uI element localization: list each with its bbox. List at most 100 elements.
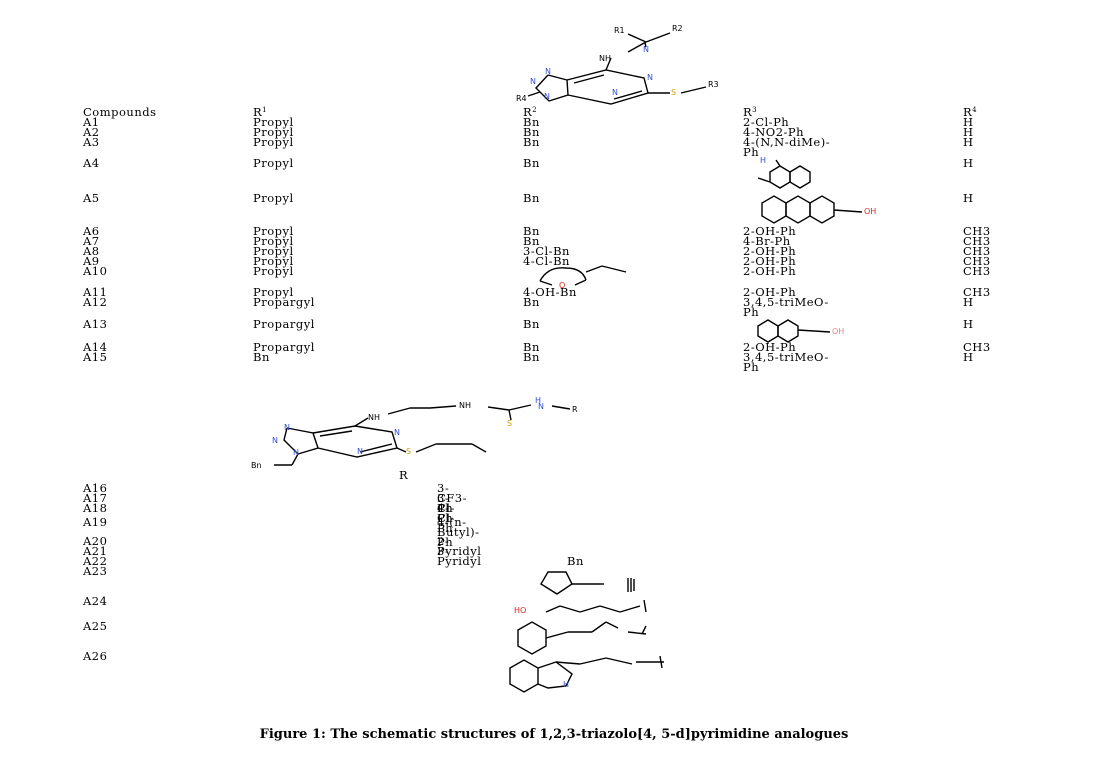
cell-r1: Propyl bbox=[253, 125, 294, 139]
label-s-thioether: S bbox=[406, 447, 412, 456]
cell-id: A15 bbox=[83, 350, 108, 364]
cell-r1: Bn bbox=[253, 350, 270, 364]
cell-r3: 2-OH-Ph bbox=[743, 340, 797, 354]
cell-id: A9 bbox=[83, 254, 100, 268]
cell-id: A6 bbox=[83, 224, 100, 238]
label-ho-a24: HO bbox=[514, 606, 527, 615]
cell-r1: Propyl bbox=[253, 135, 294, 149]
cell-id: A7 bbox=[83, 234, 100, 248]
label-nh-1: NH bbox=[368, 413, 380, 422]
cell-id: A2 bbox=[83, 125, 100, 139]
cell-r3: 4-Br-Ph bbox=[743, 234, 791, 248]
label-h-amide: H bbox=[535, 396, 542, 405]
cell-r2: Bn bbox=[523, 135, 540, 149]
cell-r2: Bn bbox=[523, 156, 540, 170]
label-n-pyrimidine-2: N bbox=[612, 88, 618, 97]
cell-r3: 4-(N,N-diMe)- bbox=[743, 135, 831, 149]
cell-id: A5 bbox=[83, 191, 100, 205]
label-n-amide: N bbox=[538, 402, 544, 411]
label-n-triazole-1: N bbox=[545, 67, 551, 76]
cell-r2: Bn bbox=[523, 125, 540, 139]
cell-r2: Bn bbox=[523, 350, 540, 364]
cell-id: A17 bbox=[83, 491, 108, 505]
cell-r1: Propyl bbox=[253, 244, 294, 258]
cell-r4: CH3 bbox=[963, 254, 991, 268]
cell-r3: 3,4,5-triMeO- bbox=[743, 295, 829, 309]
cell-r4: H bbox=[963, 125, 974, 139]
cell-r4: CH3 bbox=[963, 285, 991, 299]
label-n-triazole-2: N bbox=[530, 77, 536, 86]
cell-r1: Propargyl bbox=[253, 295, 315, 309]
header-r3: R3 bbox=[743, 105, 758, 119]
cell-r4: H bbox=[963, 191, 974, 205]
cell-r4: H bbox=[963, 115, 974, 129]
label-n-tri-2: N bbox=[272, 436, 278, 445]
label-nh-a26: H bbox=[563, 680, 570, 689]
cell-id: A26 bbox=[83, 649, 108, 663]
cell-r4: H bbox=[963, 135, 974, 149]
cell-r2: 4-OH-Bn bbox=[523, 285, 577, 299]
label-n-pyrimidine-1: N bbox=[647, 73, 653, 82]
cell-id: A16 bbox=[83, 481, 108, 495]
label-r1: R3 bbox=[708, 80, 719, 89]
label-nh: NH bbox=[599, 54, 611, 63]
cell-id: A22 bbox=[83, 554, 108, 568]
header-r2: R2 bbox=[523, 105, 538, 119]
cell-r4: CH3 bbox=[963, 244, 991, 258]
cell-r: 4-Cl-Ph bbox=[437, 501, 455, 535]
cell-r2: Bn bbox=[523, 340, 540, 354]
header-r: R bbox=[399, 468, 409, 482]
cell-id: A21 bbox=[83, 544, 108, 558]
cell-r2: Bn bbox=[523, 224, 540, 238]
label-bn: Bn bbox=[251, 461, 262, 470]
label-r4: R1 bbox=[614, 26, 625, 35]
cell-r2: Bn bbox=[523, 317, 540, 331]
cell-r2: 3-Cl-Bn bbox=[523, 244, 570, 258]
cell-id: A18 bbox=[83, 501, 108, 515]
label-r2: R4 bbox=[516, 94, 527, 103]
label-oh-a5: OH bbox=[864, 207, 877, 216]
label-r-struct2: R bbox=[572, 405, 578, 414]
cell-r3: 2-OH-Ph bbox=[743, 285, 797, 299]
cell-id: A1 bbox=[83, 115, 100, 129]
header-r1: R1 bbox=[253, 105, 268, 119]
cell-id: A10 bbox=[83, 264, 108, 278]
cell-r3: 3,4,5-triMeO- bbox=[743, 350, 829, 364]
label-h-a4: H bbox=[760, 156, 767, 165]
cell-r1: Propyl bbox=[253, 234, 294, 248]
label-n-pyr-2: N bbox=[357, 447, 363, 456]
label-r3: R2 bbox=[672, 24, 683, 33]
cell-r3: 2-OH-Ph bbox=[743, 224, 797, 238]
label-s: S bbox=[671, 88, 677, 97]
cell-r: 2-Pyridyl bbox=[437, 534, 482, 558]
cell-r1: Propyl bbox=[253, 224, 294, 238]
cell-id: A3 bbox=[83, 135, 100, 149]
cell-r: 4-(n-Butyl)-Ph bbox=[437, 515, 480, 549]
label-oh-a13: OH bbox=[832, 327, 845, 336]
cell-r4: H bbox=[963, 350, 974, 364]
cell-id: A23 bbox=[83, 564, 108, 578]
cell-r: 3-CF3-Ph bbox=[437, 481, 467, 515]
cell-id: A4 bbox=[83, 156, 100, 170]
cell-r1: Propyl bbox=[253, 264, 294, 278]
cell-id: A8 bbox=[83, 244, 100, 258]
cell-r2: 4-Cl-Bn bbox=[523, 254, 570, 268]
cell-r2: Bn bbox=[523, 234, 540, 248]
cell-r: 3-Pyridyl bbox=[437, 544, 482, 568]
cell-id: A24 bbox=[83, 594, 108, 608]
cell-r3: 2-OH-Ph bbox=[743, 254, 797, 268]
header-compounds: Compounds bbox=[83, 105, 157, 119]
header-r4: R4 bbox=[963, 105, 978, 119]
cell-r3: 2-OH-Ph bbox=[743, 244, 797, 258]
cell-id: A11 bbox=[83, 285, 108, 299]
cell-id: A13 bbox=[83, 317, 108, 331]
cell-r1: Propyl bbox=[253, 115, 294, 129]
label-n-triazole-3: N bbox=[544, 92, 550, 101]
